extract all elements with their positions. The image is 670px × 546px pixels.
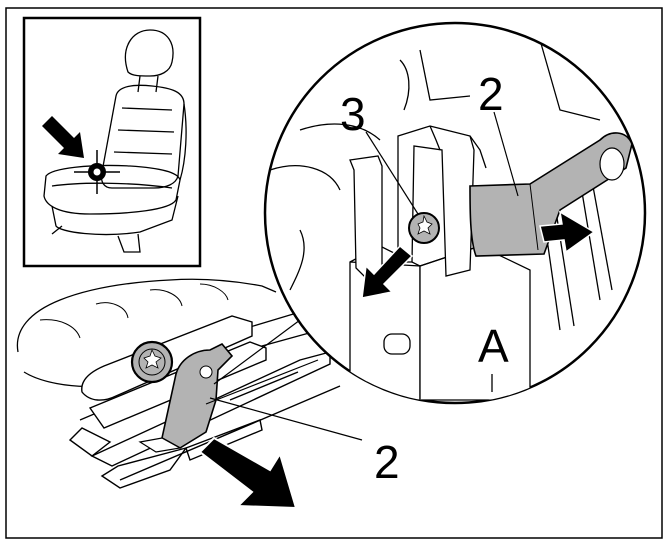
detail-arrow-left-icon [361, 244, 414, 299]
leader-part-2-lower [209, 397, 363, 441]
callout-detail-a: A [478, 320, 509, 372]
callout-part-2-upper: 2 [478, 68, 504, 120]
pull-direction-arrow-icon [198, 436, 298, 510]
detail-bracket-icon [469, 132, 633, 257]
inset-frame [22, 16, 202, 268]
seat-outline [43, 29, 187, 253]
torx-screw-icon [130, 340, 174, 384]
seat-locator-icon [74, 150, 120, 194]
detail-view-circle [263, 21, 647, 405]
leader-part-2-upper [493, 111, 519, 197]
leader-part-3 [365, 131, 419, 215]
detail-arrow-right-icon [539, 210, 596, 254]
locator-arrow-icon [42, 116, 84, 158]
callout-part-3: 3 [340, 88, 366, 140]
seat-overview-inset [22, 16, 202, 268]
callout-part-2-lower: 2 [374, 436, 400, 488]
detail-leader-lines [205, 319, 319, 405]
detail-torx-screw-icon [408, 212, 440, 244]
